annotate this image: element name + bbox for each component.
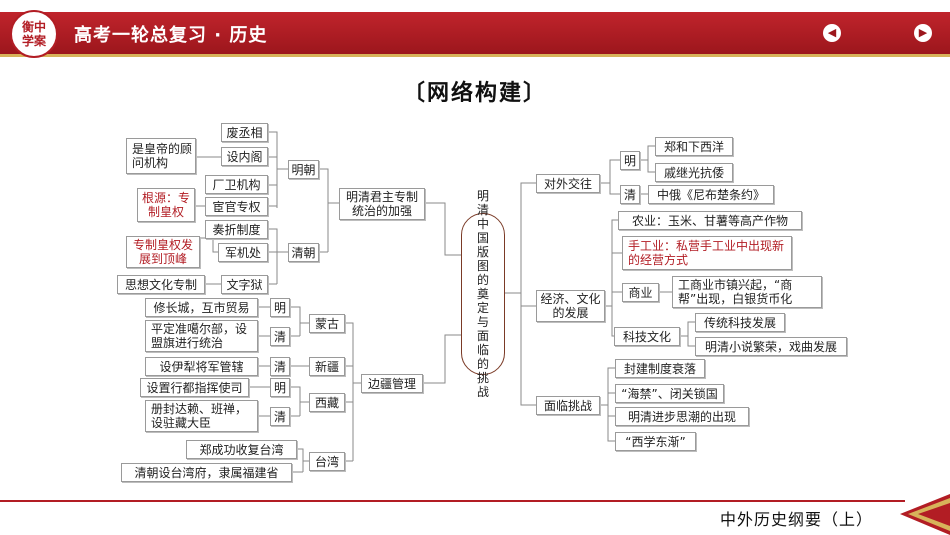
note-cultural-autocracy: 思想文化专制 [117,275,205,294]
node-dzungar-league: 平定准噶尔部，设盟旗进行统治 [145,320,258,352]
node-taiwan: 台湾 [309,452,345,471]
node-literary-inquisition: 文字狱 [221,275,268,294]
node-sea-ban: “海禁”、闭关锁国 [615,384,724,403]
node-qing-dynasty: 清朝 [288,243,319,262]
node-ili-general: 设伊犁将军管辖 [145,357,258,376]
node-tibet: 西藏 [309,393,345,412]
node-economy-culture: 经济、文化的发展 [536,290,605,322]
label-commerce: 商业 [622,283,659,302]
footer-book-title: 中外历史纲要（上） [720,510,874,529]
note-advisory-body: 是皇帝的顾问机构 [126,138,196,174]
node-foreign-relations: 对外交往 [536,174,600,193]
logo-text: 衡中 学案 [21,20,46,48]
node-commerce: 工商业市镇兴起，“商帮”出现，白银货币化 [672,276,822,308]
node-xinjiang: 新疆 [309,357,345,376]
label-xinjiang-qing: 清 [270,357,290,376]
node-progressive-thought: 明清进步思潮的出现 [615,407,749,426]
footer-corner-decoration [900,494,950,535]
label-science-culture: 科技文化 [614,327,680,346]
node-secret-police: 厂卫机构 [205,175,268,194]
node-autocracy-strengthened: 明清君主专制统治的加强 [339,188,425,220]
header-title: 高考一轮总复习 · 历史 [74,25,268,46]
arrow-right-icon: ▶ [918,26,928,39]
node-great-wall-trade: 修长城，互市贸易 [145,298,258,317]
header-gold-stripe [0,54,950,57]
label-tibet-qing: 清 [270,407,290,426]
node-zheng-chenggong: 郑成功收复台湾 [186,440,297,459]
prev-button[interactable]: ◀ [823,24,841,42]
node-memorial-system: 奏折制度 [205,220,268,239]
node-abolish-chancellor: 废丞相 [221,123,268,142]
central-topic: 明清中国版图的奠定与面临的挑战 [461,189,505,399]
note-eunuch-root: 根源：专制皇权 [137,188,195,222]
footer-divider [0,500,905,502]
page-title: 〔网络构建〕 [402,81,547,106]
header-band [0,12,950,54]
node-novels-opera: 明清小说繁荣，戏曲发展 [695,337,847,356]
node-nerchinsk-treaty: 中俄《尼布楚条约》 [648,185,774,204]
header-bar: 衡中 学案 高考一轮总复习 · 历史 ◀ ▶ [0,0,950,68]
label-foreign-ming: 明 [620,151,640,170]
arrow-left-icon: ◀ [827,26,837,39]
label-tibet-ming: 明 [270,378,290,397]
node-handicraft: 手工业：私营手工业中出现新的经营方式 [622,236,792,270]
node-military-command: 设置行都指挥使司 [140,378,249,397]
note-autocracy-peak: 专制皇权发展到顶峰 [126,236,200,268]
node-qi-jiguang: 戚继光抗倭 [655,163,733,182]
node-grand-secretariat: 设内阁 [221,147,268,166]
school-logo: 衡中 学案 [10,10,58,58]
next-button[interactable]: ▶ [914,24,932,42]
node-taiwan-prefecture: 清朝设台湾府，隶属福建省 [121,463,292,482]
node-frontier-management: 边疆管理 [361,374,423,393]
node-eunuch-power: 宦官专权 [205,197,268,216]
label-mongolia-ming: 明 [270,298,290,317]
node-feudal-decline: 封建制度衰落 [615,359,705,378]
label-mongolia-qing: 清 [270,327,290,346]
node-ming-dynasty: 明朝 [288,160,319,179]
node-traditional-science: 传统科技发展 [695,313,785,332]
node-challenges: 面临挑战 [536,396,600,415]
node-grand-council: 军机处 [218,243,268,262]
node-agriculture: 农业：玉米、甘薯等高产作物 [618,211,802,230]
node-western-learning: “西学东渐” [615,432,696,451]
node-mongolia: 蒙古 [309,314,345,333]
node-zheng-he: 郑和下西洋 [655,137,733,156]
label-foreign-qing: 清 [620,185,640,204]
node-dalai-panchen: 册封达赖、班禅，设驻藏大臣 [145,400,258,432]
